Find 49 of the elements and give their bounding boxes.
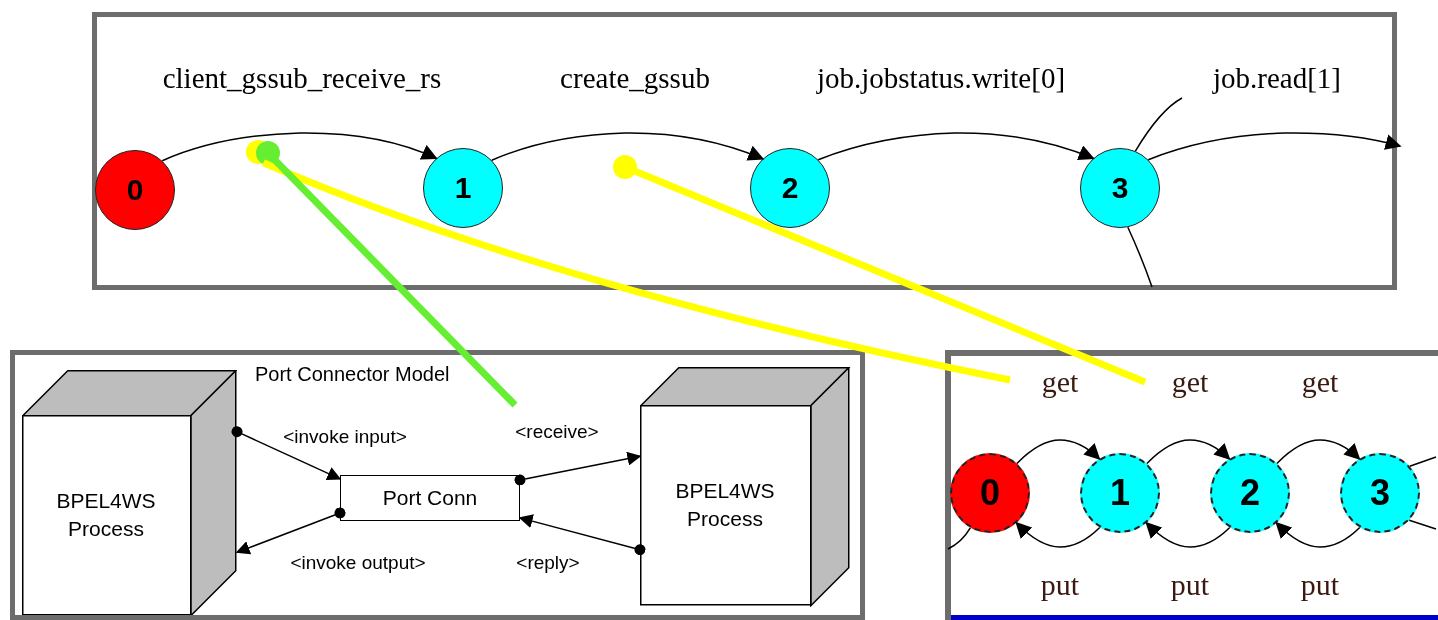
- edge-label: job.jobstatus.write[0]: [816, 61, 1066, 95]
- transition-arrow: [235, 507, 346, 555]
- state-circle: 2: [750, 148, 830, 228]
- edge-label: job.read[1]: [1213, 61, 1341, 95]
- panel-title: Port Connector Model: [255, 363, 450, 386]
- edge-label: put: [1040, 568, 1080, 602]
- transition-line: [947, 527, 972, 550]
- edge-label: create_gssub: [560, 61, 710, 95]
- diagram-panel: [10, 350, 865, 620]
- transition-arrow: [518, 514, 646, 556]
- transition-arrow: [1147, 132, 1402, 161]
- edge-label: get: [1171, 365, 1209, 399]
- edge-label: put: [1300, 568, 1340, 602]
- edge-label: get: [1041, 365, 1079, 399]
- edge-label: client_gssub_receive_rs: [162, 61, 442, 95]
- transition-arrow: [817, 132, 1095, 161]
- transition-arrow: [1275, 521, 1361, 548]
- transition-arrow: [1146, 439, 1231, 465]
- transition-arrow: [1276, 439, 1361, 465]
- edge-label: put: [1170, 568, 1210, 602]
- connector-box: Port Conn: [340, 475, 520, 521]
- diagram-panel: [945, 350, 1438, 620]
- state-circle: 1: [423, 148, 503, 228]
- edge-label: <invoke output>: [290, 552, 426, 574]
- state-circle: 0: [95, 150, 175, 230]
- transition-arrow: [161, 132, 438, 162]
- transition-arrow: [1016, 439, 1101, 465]
- transition-line: [1127, 226, 1153, 288]
- cube-label: BPEL4WS Process: [674, 478, 776, 532]
- edge-label: <reply>: [516, 552, 580, 574]
- transition-arrow: [1015, 521, 1101, 548]
- edge-label: get: [1301, 365, 1339, 399]
- state-circle: 3: [1080, 148, 1160, 228]
- transition-arrow: [514, 451, 642, 486]
- state-circle: 2: [1210, 453, 1290, 533]
- transition-line: [1409, 456, 1437, 467]
- state-circle: 3: [1340, 453, 1420, 533]
- state-circle: 0: [950, 453, 1030, 533]
- transition-line: [1408, 519, 1437, 530]
- transition-arrow: [1145, 521, 1231, 548]
- pointer-arrow: [262, 159, 1011, 384]
- cube-label: BPEL4WS Process: [55, 488, 157, 542]
- edge-label: <invoke input>: [283, 426, 407, 448]
- transition-arrow: [231, 426, 342, 480]
- transition-arrow: [491, 132, 765, 161]
- edge-label: <receive>: [515, 421, 599, 443]
- state-circle: 1: [1080, 453, 1160, 533]
- diagram-panel: [92, 12, 1397, 290]
- transition-line: [1134, 97, 1183, 152]
